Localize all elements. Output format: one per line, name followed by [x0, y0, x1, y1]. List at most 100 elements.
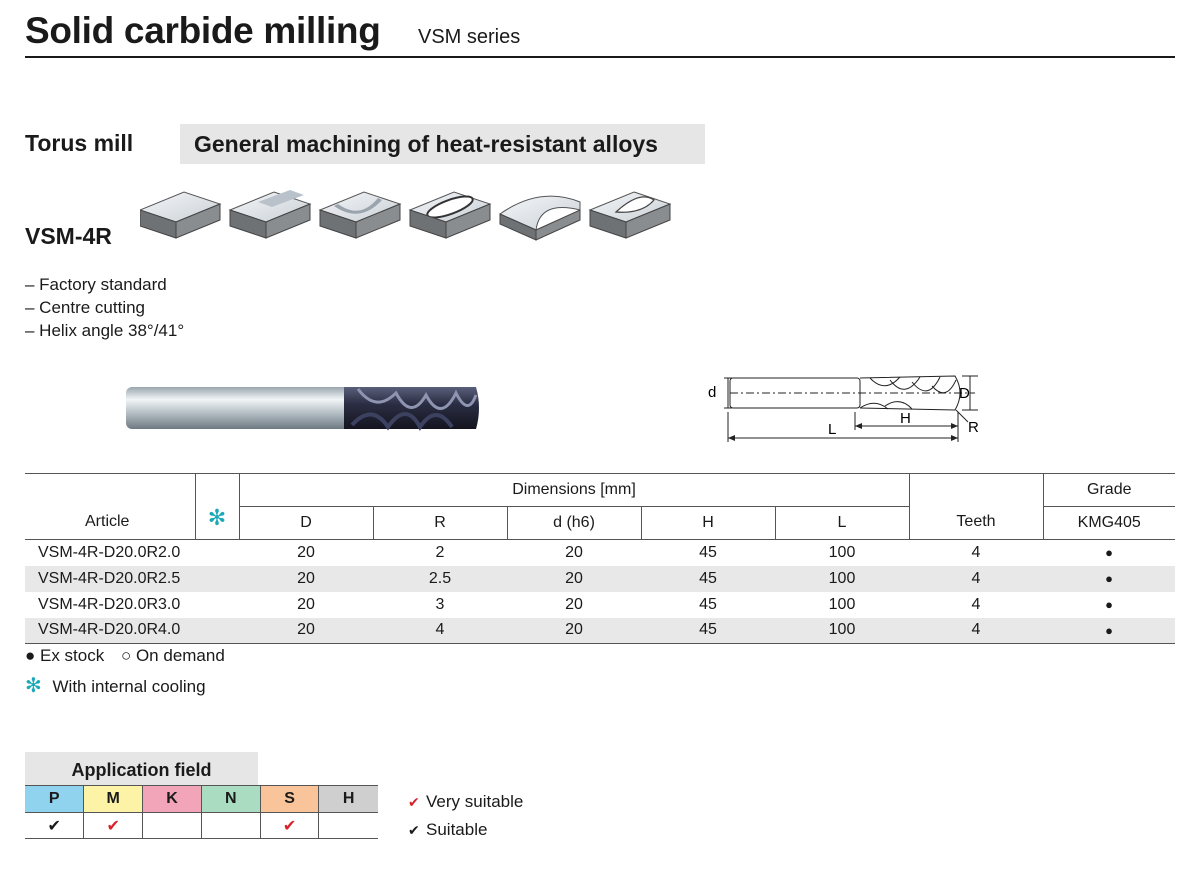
- cell-d: 20: [507, 565, 641, 592]
- tool-type: Torus mill: [25, 130, 134, 156]
- article-code: VSM-4R-D20.0R2.0: [38, 543, 181, 561]
- check-icon: ✔: [408, 794, 420, 810]
- material-code-N: N: [200, 785, 261, 813]
- cell-R: 2: [435, 543, 445, 561]
- cell-d: 20: [565, 543, 583, 561]
- check-icon: ✔: [83, 812, 143, 839]
- feature-item: – Factory standard: [25, 275, 167, 294]
- application-banner: General machining of heat-resistant allo…: [180, 124, 705, 164]
- drawing-label-L: L: [828, 421, 836, 438]
- table-row: VSM-4R-D20.0R3.0 20 3 20 45 100 4 ●: [25, 592, 1175, 618]
- col-H-header: H: [640, 506, 775, 540]
- article-code: VSM-4R-D20.0R2.5: [25, 565, 195, 592]
- empty-mark: [142, 812, 202, 839]
- material-code-S: S: [259, 785, 319, 813]
- cooling-legend-icon: ✻: [25, 675, 42, 697]
- cell-D: 20: [297, 595, 315, 613]
- stock-dot: ●: [1043, 565, 1175, 592]
- check-icon: ✔: [259, 812, 319, 839]
- page-title: Solid carbide milling: [25, 10, 381, 51]
- series-label: VSM series: [418, 26, 521, 48]
- drawing-label-d: d: [708, 384, 716, 401]
- cell-d: 20: [565, 595, 583, 613]
- page-header: Solid carbide milling VSM series: [25, 10, 1175, 58]
- check-icon: ✔: [25, 812, 84, 839]
- cooling-cell: [195, 565, 239, 592]
- cell-teeth: 4: [971, 543, 981, 561]
- model-name: VSM-4R: [25, 223, 112, 249]
- cell-H: 45: [699, 595, 717, 613]
- block-slot-icon: [588, 191, 672, 239]
- cell-L: 100: [828, 595, 856, 613]
- cell-H: 45: [641, 565, 775, 592]
- block-groove-icon: [318, 191, 402, 239]
- block-flat-icon: [140, 191, 222, 239]
- legend-ex-stock: ● Ex stock: [25, 646, 105, 665]
- material-code-H: H: [318, 785, 378, 813]
- cell-D: 20: [239, 617, 373, 644]
- stock-dot: ●: [1043, 617, 1175, 644]
- cell-d: 20: [507, 617, 641, 644]
- cell-R: 3: [435, 595, 445, 613]
- cell-L: 100: [828, 543, 856, 561]
- stock-legend: ● Ex stock ○ On demand: [25, 646, 237, 666]
- cooling-legend: ✻ With internal cooling: [25, 673, 206, 698]
- col-R-header: R: [372, 506, 507, 540]
- col-L-header: L: [774, 506, 909, 540]
- table-row: VSM-4R-D20.0R2.5 20 2.5 20 45 100 4 ●: [25, 565, 1175, 592]
- stock-dot: ●: [1105, 597, 1113, 612]
- table-row: VSM-4R-D20.0R2.0 20 2 20 45 100 4 ●: [25, 540, 1175, 566]
- application-field: Application field P M K N S H ✔ ✔ ✔: [25, 752, 378, 839]
- drawing-label-D: D: [959, 385, 970, 402]
- feature-item: – Helix angle 38°/41°: [25, 321, 185, 340]
- teeth-header: Teeth: [908, 473, 1043, 540]
- cooling-cell: [195, 540, 239, 566]
- cooling-cell: [195, 592, 239, 618]
- cell-teeth: 4: [909, 617, 1043, 644]
- article-code: VSM-4R-D20.0R3.0: [38, 595, 181, 613]
- table-row: VSM-4R-D20.0R4.0 20 4 20 45 100 4 ●: [25, 617, 1175, 644]
- grade-header: Grade: [1042, 473, 1175, 507]
- material-code-M: M: [83, 785, 143, 813]
- article-header: Article: [85, 513, 130, 530]
- feature-item: – Centre cutting: [25, 298, 146, 317]
- grade-name: KMG405: [1042, 506, 1175, 540]
- empty-mark: [318, 812, 378, 839]
- cooling-header: ✻: [194, 473, 239, 540]
- cell-teeth: 4: [971, 595, 981, 613]
- cell-teeth: 4: [909, 565, 1043, 592]
- drawing-label-R: R: [968, 419, 979, 436]
- application-field-title: Application field: [25, 752, 258, 785]
- cooling-cell: [195, 617, 239, 644]
- workpiece-illustrations: [140, 190, 672, 241]
- block-step-icon: [228, 190, 312, 239]
- cell-L: 100: [775, 565, 909, 592]
- dimension-drawing: d D H L R: [708, 375, 979, 442]
- legend-on-demand: ○ On demand: [120, 646, 225, 665]
- article-code: VSM-4R-D20.0R4.0: [25, 617, 195, 644]
- dimensions-header: Dimensions [mm]: [238, 473, 909, 507]
- suitable-label: Suitable: [426, 820, 488, 839]
- feature-list: – Factory standard – Centre cutting – He…: [25, 273, 184, 342]
- cell-H: 45: [641, 617, 775, 644]
- check-icon: ✔: [408, 822, 420, 838]
- col-D-header: D: [238, 506, 373, 540]
- article-table: Article ✻ Dimensions [mm] Teeth Grade D …: [25, 473, 1175, 644]
- cell-L: 100: [775, 617, 909, 644]
- empty-mark: [200, 812, 261, 839]
- cooling-legend-text: With internal cooling: [52, 677, 206, 696]
- col-d-header: d (h6): [506, 506, 641, 540]
- end-mill-photo: [126, 387, 479, 431]
- stock-dot: ●: [1105, 545, 1113, 561]
- drawing-label-H: H: [900, 410, 911, 427]
- block-curved-icon: [498, 195, 581, 241]
- block-pocket-icon: [408, 191, 492, 239]
- material-code-K: K: [142, 785, 202, 813]
- suitability-legend: ✔ Very suitable ✔ Suitable: [408, 788, 523, 844]
- cell-R: 4: [373, 617, 507, 644]
- material-table: P M K N S H ✔ ✔ ✔: [25, 785, 378, 839]
- very-suitable-label: Very suitable: [426, 792, 524, 811]
- cell-D: 20: [297, 543, 315, 561]
- cell-R: 2.5: [373, 565, 507, 592]
- cell-H: 45: [699, 543, 717, 561]
